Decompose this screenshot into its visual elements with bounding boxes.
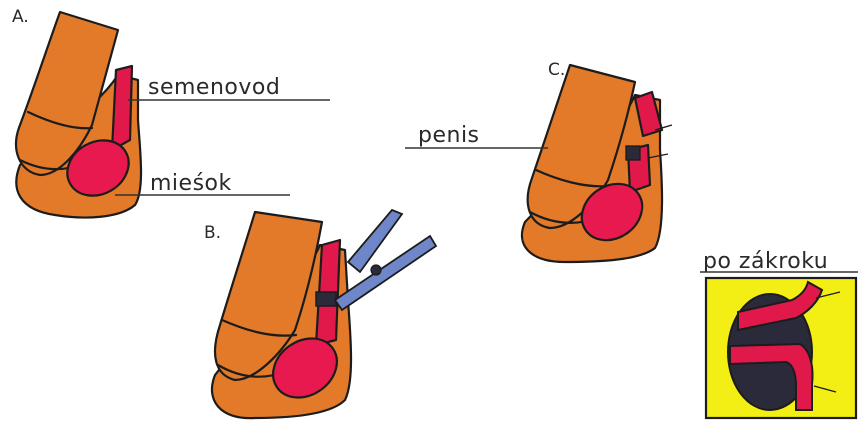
panel-b-letter: B.: [204, 223, 221, 243]
inset-after-procedure: po zákroku: [700, 249, 858, 418]
panel-a-letter: A.: [12, 7, 29, 27]
panel-a: A. semenovod mieśok: [12, 7, 330, 218]
panel-c-tie-mark: [626, 146, 640, 160]
panel-b: B.: [204, 210, 436, 418]
label-semenovod: semenovod: [148, 75, 280, 100]
panel-a-vas-deferens: [112, 66, 132, 150]
scissors-icon: [335, 210, 436, 310]
label-miesok: mieśok: [150, 171, 232, 196]
panel-b-cut-mark: [316, 292, 336, 306]
panel-c: C. penis: [405, 60, 672, 262]
label-after: po zákroku: [703, 249, 828, 274]
label-penis: penis: [418, 123, 480, 148]
panel-c-letter: C.: [548, 60, 565, 80]
